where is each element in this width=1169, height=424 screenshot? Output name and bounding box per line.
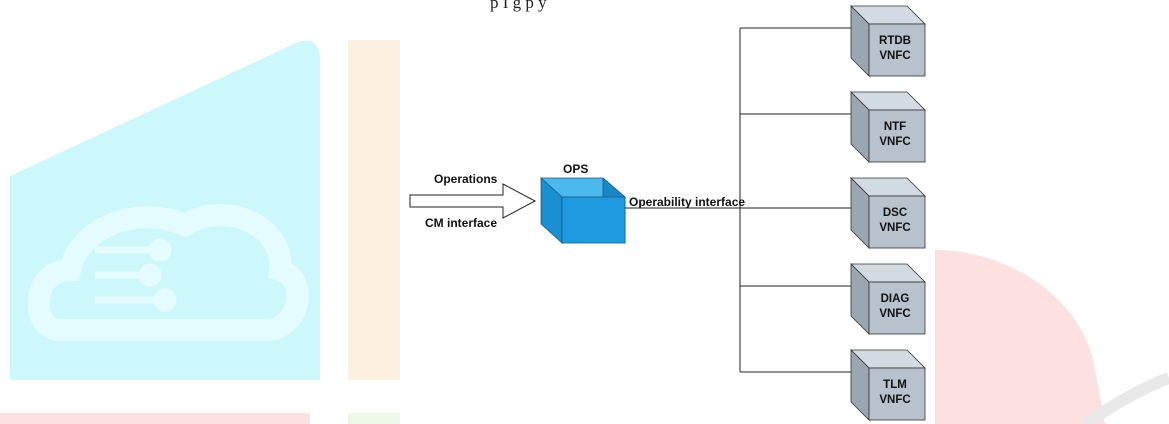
- watermark-cloud-icon: [27, 204, 309, 341]
- vnfc-front-face: [868, 281, 926, 335]
- vnfc-box-diag: [850, 263, 926, 335]
- watermark-gray-stroke: [1081, 372, 1169, 424]
- vnfc-front-face: [868, 109, 926, 163]
- vnfc-box-tlm: [850, 349, 926, 421]
- vnfc-type: VNFC: [879, 136, 911, 148]
- ops-label: OPS: [563, 162, 589, 176]
- vnfc-type: VNFC: [879, 394, 911, 406]
- vnfc-label-ntf: NTF VNFC: [865, 120, 925, 150]
- vnfc-label-rtdb: RTDB VNFC: [865, 34, 925, 64]
- connector-lines: [625, 27, 851, 373]
- vnfc-type: VNFC: [879, 222, 911, 234]
- vnfc-box-dsc: [850, 177, 926, 249]
- vnfc-name: NTF: [883, 121, 907, 133]
- truncated-header-text: p I g p y: [490, 0, 547, 12]
- cm-interface-label: CM interface: [425, 216, 498, 230]
- vnfc-name: DSC: [882, 207, 908, 219]
- input-arrow: [409, 183, 537, 219]
- vnfc-box-ntf: [850, 91, 926, 163]
- vnfc-name: RTDB: [879, 35, 911, 47]
- watermark: [0, 40, 1169, 424]
- watermark-circuit-icon: [95, 238, 177, 312]
- vnfc-label-dsc: DSC VNFC: [865, 206, 925, 236]
- vnfc-type: VNFC: [879, 50, 911, 62]
- vnfc-front-face: [868, 23, 926, 77]
- watermark-green-block: [348, 413, 400, 424]
- vnfc-front-face: [868, 195, 926, 249]
- vnfc-label-tlm: TLM VNFC: [865, 378, 925, 408]
- vnfc-layer: [850, 5, 926, 421]
- operability-interface-label: Operability interface: [629, 195, 746, 209]
- vnfc-name: DIAG: [880, 293, 910, 305]
- operations-label: Operations: [434, 172, 498, 186]
- vnfc-front-face: [868, 367, 926, 421]
- watermark-red-block: [0, 413, 310, 424]
- vnfc-box-rtdb: [850, 5, 926, 77]
- vnfc-label-diag: DIAG VNFC: [865, 292, 925, 322]
- watermark-red-swoosh: [935, 250, 1105, 424]
- vnfc-type: VNFC: [879, 308, 911, 320]
- watermark-orange-bar: [348, 40, 400, 380]
- vnfc-name: TLM: [883, 379, 907, 391]
- ops-cube: [539, 177, 627, 244]
